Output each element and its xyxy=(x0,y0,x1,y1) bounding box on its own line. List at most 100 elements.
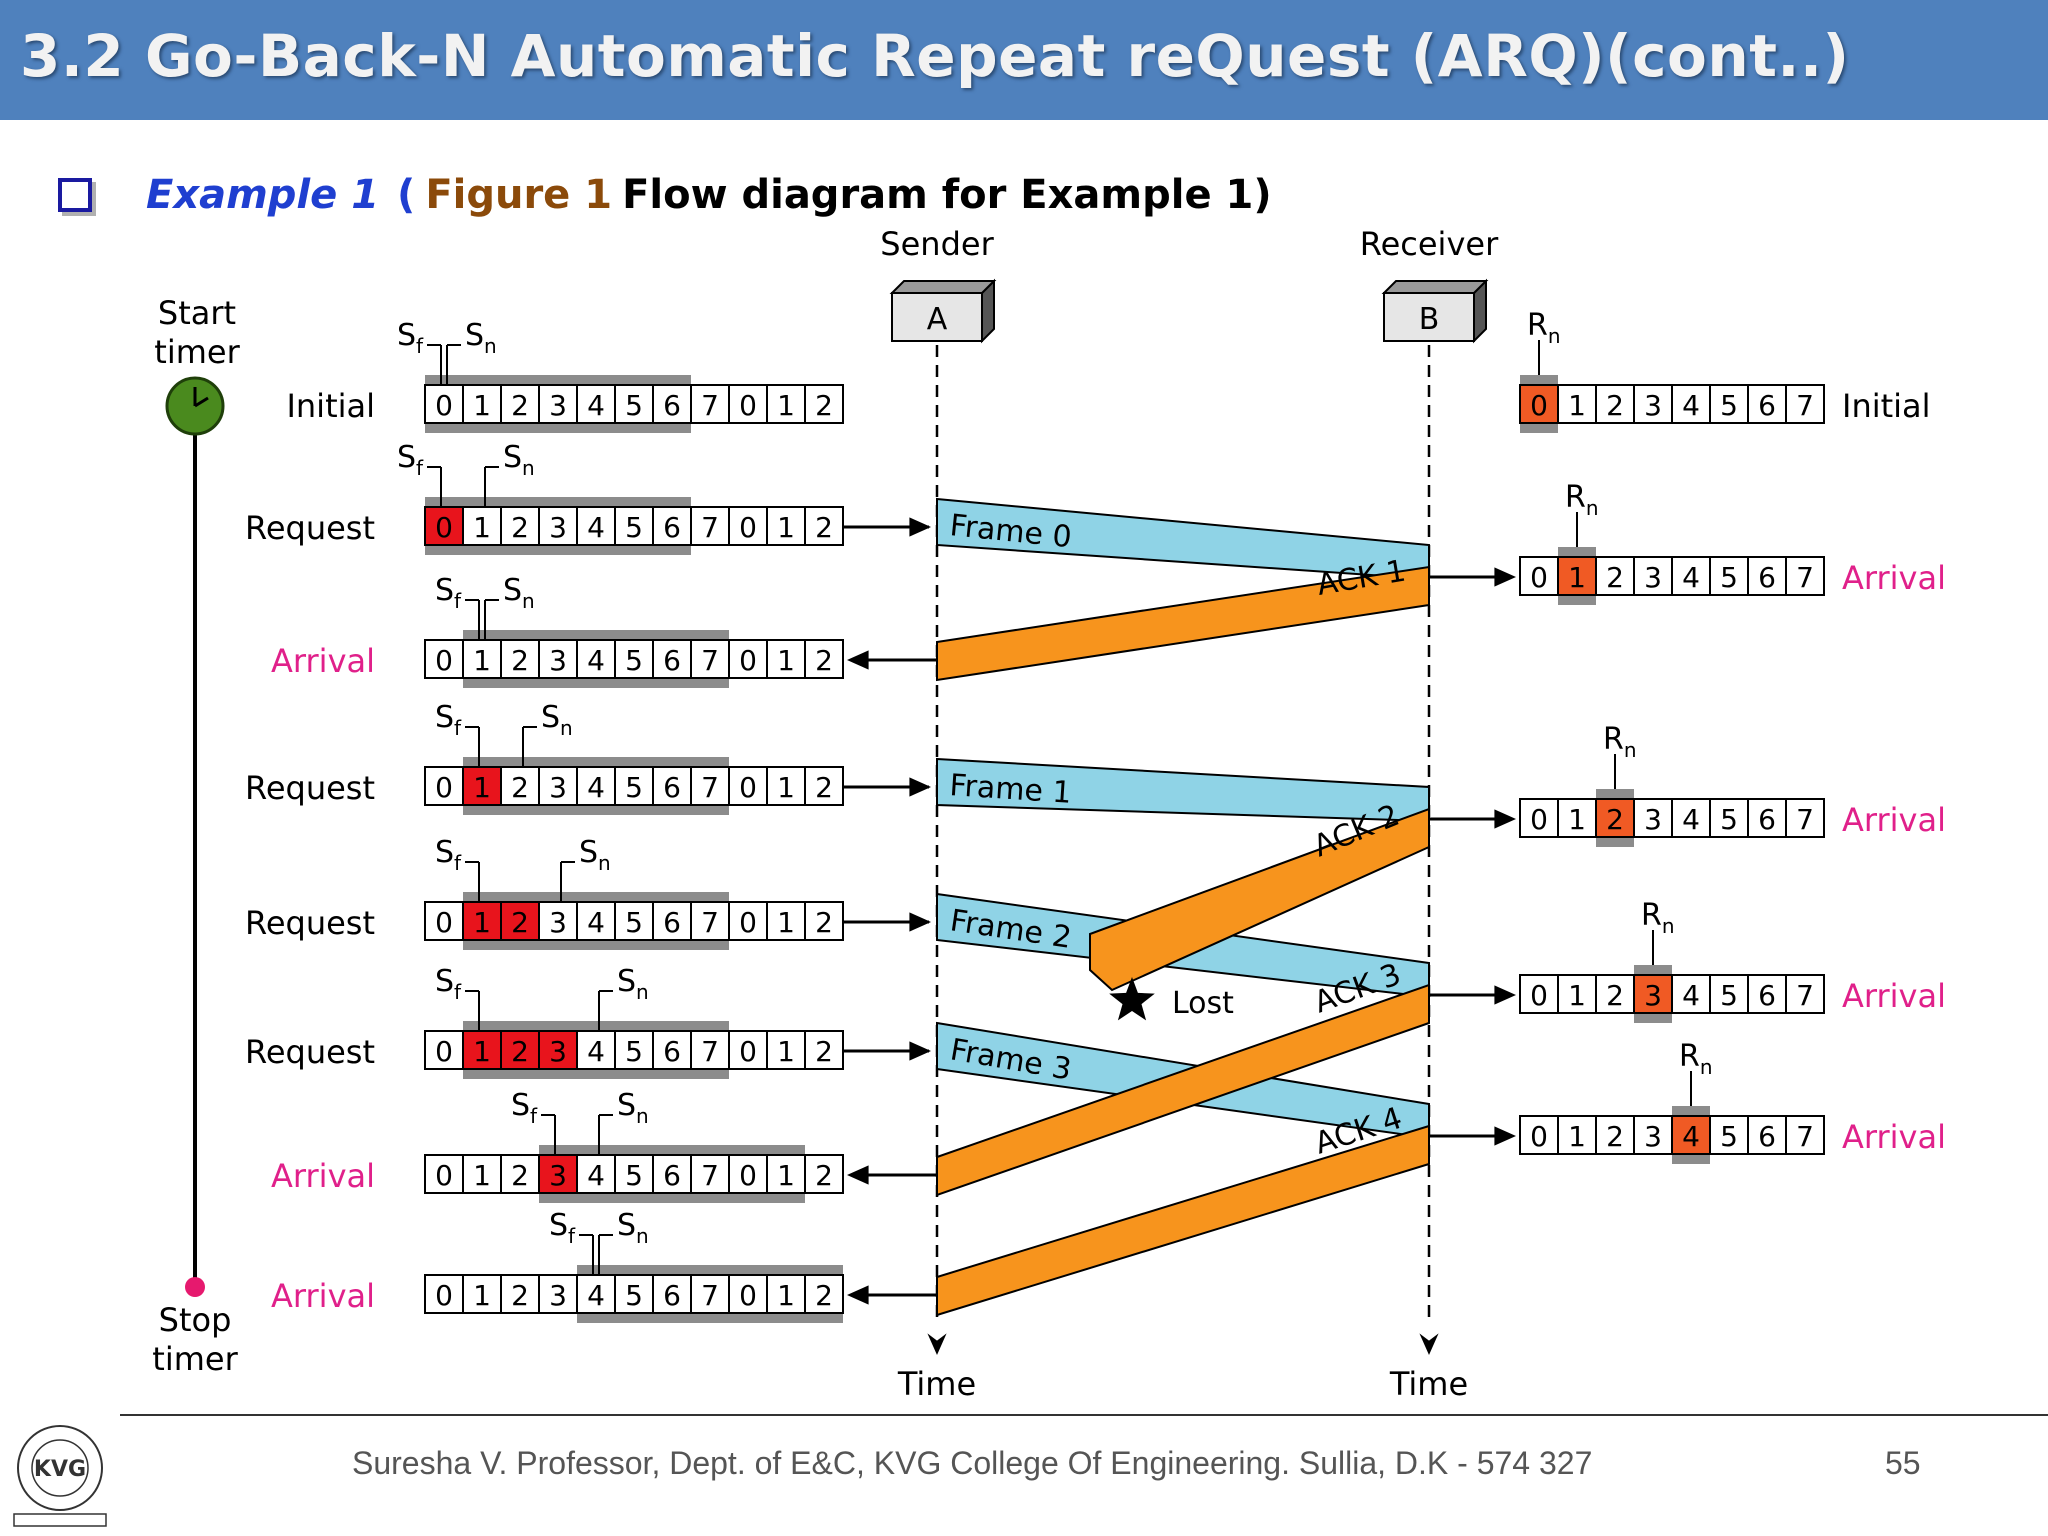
receive-seq-cell xyxy=(1633,798,1673,838)
seq-number: 3 xyxy=(1644,979,1662,1012)
seq-cell xyxy=(804,639,844,679)
seq-number: 1 xyxy=(1568,1120,1586,1153)
sender-box-label: A xyxy=(927,302,948,337)
seq-cell xyxy=(652,639,692,679)
seq-cell xyxy=(804,1154,844,1194)
seq-number: 6 xyxy=(663,511,681,544)
seq-cell xyxy=(424,901,464,941)
seq-number: 1 xyxy=(777,511,795,544)
seq-number: 0 xyxy=(739,906,757,939)
seq-number: 5 xyxy=(625,511,643,544)
row-label: Request xyxy=(245,1033,375,1071)
seq-cell xyxy=(424,1030,464,1070)
seq-number: 7 xyxy=(1796,561,1814,594)
seq-cell xyxy=(690,506,730,546)
stop-timer-label: Stop xyxy=(159,1301,232,1339)
receive-seq-cell xyxy=(1557,798,1597,838)
seq-number: 7 xyxy=(1796,803,1814,836)
bullet-icon xyxy=(58,178,92,212)
seq-number: 1 xyxy=(1568,389,1586,422)
seq-cell xyxy=(576,1274,616,1314)
seq-number: 1 xyxy=(473,906,491,939)
seq-number: 4 xyxy=(587,511,605,544)
seq-number: 0 xyxy=(739,1159,757,1192)
seq-cell xyxy=(804,506,844,546)
seq-number: 7 xyxy=(1796,389,1814,422)
seq-cell xyxy=(804,1030,844,1070)
seq-number: 4 xyxy=(1682,803,1700,836)
receive-seq-cell xyxy=(1671,798,1711,838)
seq-number: 1 xyxy=(777,389,795,422)
receive-seq-cell xyxy=(1595,556,1635,596)
row-label: Arrival xyxy=(271,1277,375,1315)
seq-number: 1 xyxy=(777,1279,795,1312)
seq-number: 5 xyxy=(1720,389,1738,422)
seq-number: 0 xyxy=(435,1279,453,1312)
seq-number: 6 xyxy=(663,906,681,939)
seq-number: 0 xyxy=(435,511,453,544)
seq-cell xyxy=(424,506,464,546)
seq-number: 2 xyxy=(815,511,833,544)
receive-seq-cell xyxy=(1785,556,1825,596)
seq-number: 1 xyxy=(777,644,795,677)
sn-label: Sn xyxy=(503,440,535,480)
seq-cell xyxy=(462,766,502,806)
seq-number: 4 xyxy=(587,1159,605,1192)
sf-label: Sf xyxy=(435,835,462,875)
seq-number: 0 xyxy=(435,906,453,939)
receiver-box-label: B xyxy=(1419,302,1440,337)
sf-label: Sf xyxy=(397,440,424,480)
seq-cell xyxy=(728,1274,768,1314)
seq-number: 0 xyxy=(435,644,453,677)
seq-cell xyxy=(538,1154,578,1194)
seq-cell xyxy=(804,766,844,806)
seq-cell xyxy=(538,1274,578,1314)
seq-number: 0 xyxy=(1530,389,1548,422)
sn-label: Sn xyxy=(617,1208,649,1248)
seq-number: 5 xyxy=(625,1035,643,1068)
seq-number: 4 xyxy=(587,389,605,422)
seq-cell xyxy=(424,1274,464,1314)
ack-band xyxy=(936,983,1430,1197)
request-arrow-head xyxy=(909,777,931,797)
seq-number: 1 xyxy=(473,1279,491,1312)
rn-label: Rn xyxy=(1565,480,1599,520)
seq-cell xyxy=(804,1274,844,1314)
receive-seq-cell xyxy=(1709,1115,1749,1155)
seq-cell xyxy=(766,639,806,679)
receiver-time-arrow xyxy=(1419,1333,1439,1355)
title-bar: 3.2 Go-Back-N Automatic Repeat reQuest (… xyxy=(0,0,2048,120)
start-timer-label: Start xyxy=(158,294,236,332)
seq-number: 4 xyxy=(1682,979,1700,1012)
seq-cell xyxy=(766,1154,806,1194)
receive-seq-cell xyxy=(1785,974,1825,1014)
seq-number: 3 xyxy=(1644,803,1662,836)
deliver-arrow-head xyxy=(1494,567,1516,587)
ack-band xyxy=(936,1124,1430,1317)
time-label: Time xyxy=(1389,1365,1468,1403)
seq-number: 6 xyxy=(663,644,681,677)
row-label: Initial xyxy=(286,387,375,425)
sf-label: Sf xyxy=(397,318,424,358)
receive-seq-cell xyxy=(1557,974,1597,1014)
seq-number: 2 xyxy=(1606,979,1624,1012)
seq-number: 3 xyxy=(549,1279,567,1312)
receiver-box-top xyxy=(1381,280,1489,294)
seq-number: 0 xyxy=(435,389,453,422)
receiver-row-label: Arrival xyxy=(1842,801,1946,839)
seq-cell xyxy=(652,384,692,424)
rn-label: Rn xyxy=(1603,722,1637,762)
receive-seq-cell xyxy=(1671,974,1711,1014)
seq-number: 0 xyxy=(739,1279,757,1312)
seq-number: 5 xyxy=(625,389,643,422)
svg-text:KVG: KVG xyxy=(34,1457,86,1482)
seq-number: 0 xyxy=(1530,803,1548,836)
seq-number: 2 xyxy=(511,389,529,422)
seq-number: 3 xyxy=(549,644,567,677)
seq-number: 1 xyxy=(473,511,491,544)
seq-number: 6 xyxy=(663,1035,681,1068)
seq-number: 2 xyxy=(1606,389,1624,422)
clock-hand xyxy=(194,396,209,408)
receiver-row-label: Arrival xyxy=(1842,559,1946,597)
seq-number: 6 xyxy=(1758,561,1776,594)
